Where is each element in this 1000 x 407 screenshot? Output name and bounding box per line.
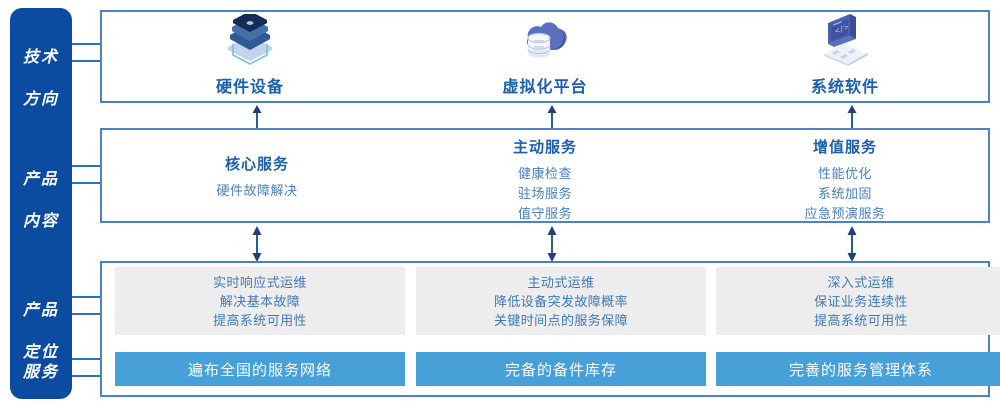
arrow-up-icon — [252, 105, 262, 129]
tech-item-label: 虚拟化平台 — [502, 79, 588, 96]
rail-label-product-position: 产品 定位 — [10, 279, 72, 384]
advantage-bar-management-system[interactable]: 完善的服务管理体系 — [716, 352, 1000, 386]
position-card-line: 降低设备突发故障概率 — [493, 293, 628, 309]
advantage-bar-spare-parts[interactable]: 完备的备件库存 — [416, 352, 706, 386]
advantage-bar-service-network[interactable]: 遍布全国的服务网络 — [115, 352, 405, 386]
content-column-value-added-service[interactable]: 增值服务 性能优化 系统加固 应急预演服务 — [715, 136, 975, 224]
position-card-indepth[interactable]: 深入式运维 保证业务连续性 提高系统可用性 — [716, 267, 1000, 335]
tech-item-label: 硬件设备 — [215, 79, 284, 96]
server-stack-icon — [150, 14, 350, 66]
rail-label-service-advantage: 服务 优势 — [10, 341, 72, 407]
connector-stub — [72, 313, 108, 315]
connector-stub — [72, 43, 108, 45]
connector-stub — [72, 296, 108, 298]
tech-item-virtualization[interactable]: 虚拟化平台 — [445, 14, 645, 97]
position-card-line: 保证业务连续性 — [814, 293, 908, 309]
position-card-line: 关键时间点的服务保障 — [493, 312, 628, 328]
content-item: 应急预演服务 — [804, 206, 886, 221]
content-column-proactive-service[interactable]: 主动服务 健康检查 驻场服务 值守服务 — [415, 136, 675, 224]
left-rail — [10, 8, 72, 399]
connector-stub — [72, 358, 108, 360]
rail-label-line1: 产品 — [22, 171, 59, 188]
section-product-content — [100, 128, 990, 223]
content-item: 驻场服务 — [517, 186, 572, 201]
content-column-core-service[interactable]: 核心服务 硬件故障解决 — [127, 136, 387, 201]
tech-item-label: 系统软件 — [810, 79, 879, 96]
arrow-up-down-icon — [547, 226, 557, 262]
content-item: 系统加固 — [817, 186, 872, 201]
rail-label-line1: 产品 — [22, 302, 59, 319]
tech-item-hardware[interactable]: 硬件设备 — [150, 14, 350, 97]
content-column-title: 主动服务 — [512, 139, 577, 156]
tech-item-system-software[interactable]: </> 系统软件 — [745, 14, 945, 97]
connector-stub — [72, 60, 108, 62]
rail-label-product-content: 产品 内容 — [10, 148, 72, 253]
content-column-title: 核心服务 — [224, 156, 289, 173]
laptop-code-icon: </> — [745, 14, 945, 66]
rail-label-line2: 内容 — [22, 213, 59, 230]
rail-label-line1: 服务 — [22, 364, 59, 381]
position-card-proactive[interactable]: 主动式运维 降低设备突发故障概率 关键时间点的服务保障 — [416, 267, 706, 335]
arrow-up-down-icon — [847, 226, 857, 262]
connector-stub — [72, 375, 108, 377]
position-card-realtime[interactable]: 实时响应式运维 解决基本故障 提高系统可用性 — [115, 267, 405, 335]
arrow-up-icon — [547, 105, 557, 129]
rail-label-line1: 技术 — [22, 49, 59, 66]
cloud-database-icon — [445, 14, 645, 66]
rail-label-tech-direction: 技术 方向 — [10, 26, 72, 131]
rail-label-line2: 方向 — [22, 91, 59, 108]
content-item: 性能优化 — [817, 166, 872, 181]
content-column-title: 增值服务 — [812, 139, 877, 156]
content-item: 健康检查 — [517, 166, 572, 181]
position-card-line: 主动式运维 — [527, 274, 595, 290]
position-card-line: 提高系统可用性 — [213, 312, 307, 328]
connector-stub — [72, 165, 108, 167]
position-card-line: 提高系统可用性 — [814, 312, 908, 328]
content-item: 硬件故障解决 — [216, 183, 298, 198]
rail-label-line2: 定位 — [22, 344, 59, 361]
connector-stub — [72, 182, 108, 184]
position-card-line: 深入式运维 — [827, 274, 895, 290]
arrow-up-icon — [847, 105, 857, 129]
content-item: 值守服务 — [517, 206, 572, 221]
position-card-line: 解决基本故障 — [219, 293, 301, 309]
arrow-up-down-icon — [252, 226, 262, 262]
position-card-line: 实时响应式运维 — [213, 274, 307, 290]
